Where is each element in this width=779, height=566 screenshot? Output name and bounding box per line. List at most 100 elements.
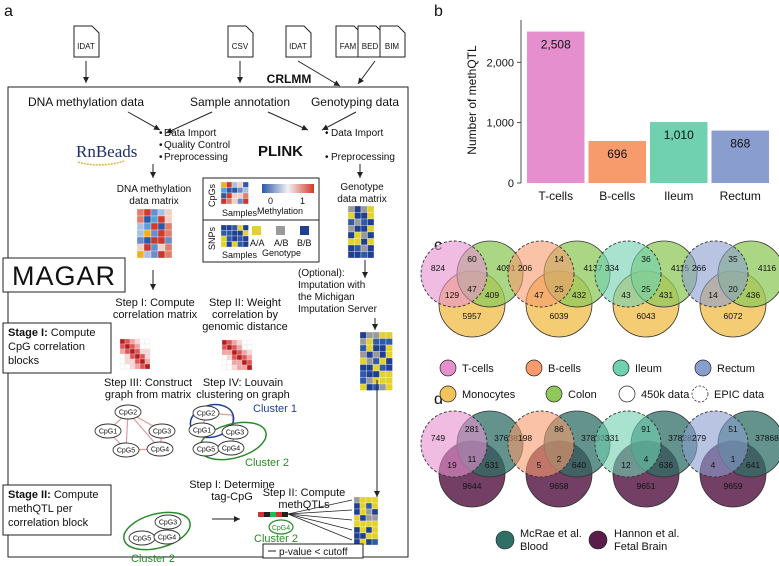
matrix-cell: [354, 205, 362, 213]
matrix-cell: [371, 502, 379, 510]
file-icon-idat-1: IDAT: [73, 25, 100, 58]
correlation-cell: [139, 348, 146, 355]
legend-label: Colon: [568, 389, 597, 401]
cpg-node-label: CpG5: [133, 536, 151, 543]
svg-text:•: •: [159, 128, 163, 139]
bar-category-label: B-cells: [599, 189, 635, 203]
venn-value: 2: [557, 454, 562, 464]
matrix-cell: [366, 351, 374, 359]
matrix-cell: [242, 235, 249, 242]
matrix-cell: [231, 235, 238, 242]
matrix-cell: [359, 526, 367, 534]
cpg-node-label: CpG5: [197, 447, 215, 454]
stage-1-label-2: CpG correlation: [8, 341, 85, 353]
correlation-cell: [226, 354, 233, 361]
legend-item: Monocytes: [439, 385, 516, 403]
legend-hannon-1: Hannon et al.: [614, 528, 679, 540]
cpg-node: CpG5: [128, 530, 156, 546]
matrix-cell: [385, 357, 393, 365]
matrix-cell: [353, 520, 361, 528]
correlation-cell: [236, 359, 243, 366]
step-3-label-1: Step III: Construct: [104, 377, 192, 389]
venn-value: 25: [641, 284, 651, 294]
step-2-label-1: Step II: Weight: [209, 297, 281, 309]
cpg-node-label: CpG3: [159, 520, 177, 527]
matrix-cell: [237, 235, 244, 242]
matrix-cell: [242, 192, 249, 199]
matrix-cell: [220, 198, 227, 205]
correlation-cell: [231, 344, 238, 351]
matrix-cell: [365, 502, 373, 510]
cpg-node: CpG3: [221, 424, 249, 440]
matrix-cell: [136, 236, 145, 245]
legend-label: 450k data: [641, 389, 690, 401]
legend-genotype: Genotype: [262, 248, 301, 258]
correlation-cell: [129, 358, 136, 365]
correlation-cell: [246, 339, 253, 346]
legend-scale-max: 1: [300, 196, 305, 206]
matrix-cell: [354, 231, 362, 239]
correlation-cell: [134, 353, 141, 360]
stage-2-step-2-label-1: Step II: Compute: [263, 487, 346, 499]
legend-genotype-aa: A/A: [250, 238, 265, 248]
matrix-cell: [164, 243, 173, 252]
matrix-cell: [237, 192, 244, 199]
matrix-cell: [366, 370, 374, 378]
cpg-node-label: CpG2: [119, 410, 137, 417]
matrix-cell: [371, 526, 379, 534]
correlation-cell: [241, 364, 248, 371]
venn-value: 6039: [550, 311, 569, 321]
correlation-cell: [246, 354, 253, 361]
svg-text:•: •: [159, 152, 163, 163]
matrix-cell: [143, 229, 152, 238]
correlation-cell: [241, 359, 248, 366]
svg-text:•: •: [159, 140, 163, 151]
matrix-cell: [366, 364, 374, 372]
matrix-cell: [136, 215, 145, 224]
matrix-cell: [231, 192, 238, 199]
legend-label: EPIC data: [714, 389, 765, 401]
bar-chart-ylabel: Number of methQTL: [465, 45, 479, 155]
venn-value: 198: [518, 433, 532, 443]
matrix-cell: [347, 225, 355, 233]
venn-circle-a: [681, 410, 749, 478]
cluster-2-bottom-label: Cluster 2: [131, 553, 175, 565]
correlation-cell: [246, 364, 253, 371]
matrix-cell: [385, 383, 393, 391]
matrix-cell: [164, 208, 173, 217]
tag-cpg-node: CpG4: [272, 525, 290, 532]
genotype-matrix-label-1: Genotype: [340, 182, 384, 193]
correlation-cell: [129, 363, 136, 370]
correlation-cell: [231, 349, 238, 356]
step-4-label-2: clustering on graph: [196, 389, 290, 401]
matrix-cell: [164, 250, 173, 259]
svg-text:BED: BED: [362, 42, 379, 51]
matrix-cell: [359, 370, 367, 378]
legend-item: Ileum: [612, 359, 662, 377]
correlation-cell: [134, 363, 141, 370]
correlation-cell: [124, 358, 131, 365]
venn-value: 9651: [637, 481, 656, 491]
step-4-label-1: Step IV: Louvain: [203, 377, 283, 389]
stage-2-step-2-label-2: methQTLs: [278, 499, 330, 511]
matrix-cell: [371, 514, 379, 522]
venn-value: 35: [728, 254, 738, 264]
matrix-cell: [136, 229, 145, 238]
matrix-cell: [150, 243, 159, 252]
correlation-cell: [129, 348, 136, 355]
svg-text:CSV: CSV: [232, 42, 249, 51]
venn-value: 11: [468, 454, 477, 464]
matrix-cell: [347, 244, 355, 252]
correlation-cell: [124, 343, 131, 350]
matrix-cell: [372, 351, 380, 359]
legend-mcrae-1: McRae et al.: [520, 528, 582, 540]
cpg-node: CpG4: [146, 441, 174, 457]
matrix-cell: [237, 241, 244, 248]
venn-value: 37868: [755, 433, 779, 443]
matrix-cell: [372, 377, 380, 385]
correlation-cell: [119, 348, 126, 355]
matrix-cell: [353, 502, 361, 510]
venn-value: 37828: [668, 433, 692, 443]
